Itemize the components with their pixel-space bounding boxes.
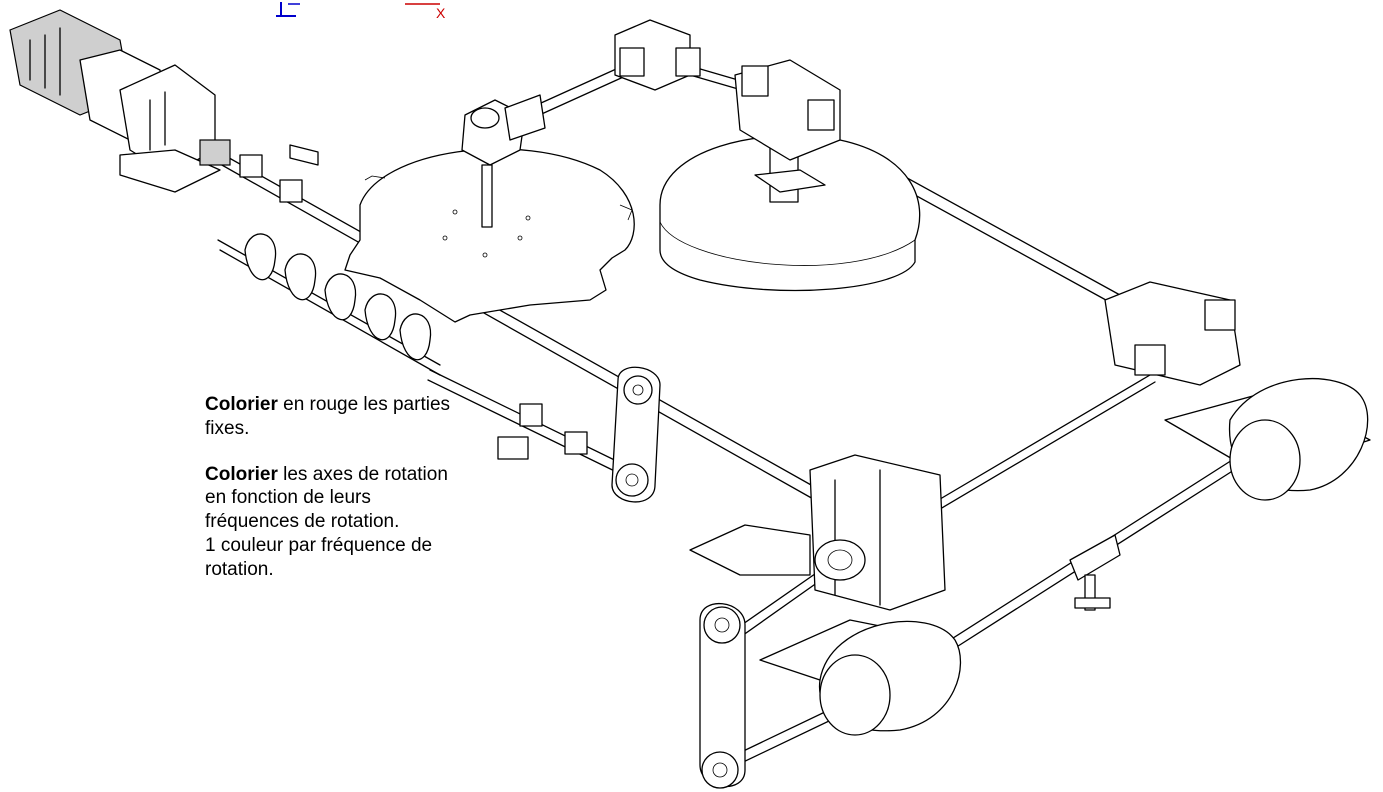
central-gearbox bbox=[809, 454, 946, 611]
x-axis-label: X bbox=[436, 5, 446, 21]
right-gearbox bbox=[1104, 281, 1241, 386]
instruction-fixed-verb: Colorier bbox=[205, 394, 278, 415]
instruction-fixed-text: en rouge les parties fixes. bbox=[205, 394, 451, 439]
screw-conveyor bbox=[217, 233, 588, 460]
bearing-lower-right bbox=[1069, 534, 1121, 611]
instruction-fixed-parts: Colorier en rouge les parties fixes. bbox=[205, 393, 465, 441]
x-axis-marker: X bbox=[405, 3, 446, 21]
belt-rollers-right bbox=[1164, 377, 1371, 501]
main-shaft-motor-to-gearbox bbox=[212, 149, 821, 501]
instruction-color-rule: 1 couleur par fréquence de rotation. bbox=[205, 534, 433, 580]
left-gearbox bbox=[461, 94, 546, 166]
top-gearboxes bbox=[614, 19, 841, 193]
instruction-axes-text: les axes de rotation en fonction de leur… bbox=[205, 463, 448, 533]
belt-rollers-lower bbox=[689, 524, 962, 736]
axis-triad: X bbox=[276, 2, 446, 21]
left-turntable bbox=[344, 148, 635, 323]
motor-reducer bbox=[9, 9, 231, 193]
instruction-rotation-axes: Colorier les axes de rotation en fonctio… bbox=[205, 463, 465, 534]
instructions-panel: Colorier en rouge les parties fixes. Col… bbox=[205, 393, 465, 603]
instruction-axes-verb: Colorier bbox=[205, 463, 278, 485]
bearings-main bbox=[239, 144, 319, 203]
y-axis-marker bbox=[276, 2, 300, 17]
chain-drive-middle bbox=[611, 366, 661, 503]
chain-drive-bottom bbox=[699, 603, 746, 789]
cross-shaft-middle bbox=[929, 374, 1156, 513]
